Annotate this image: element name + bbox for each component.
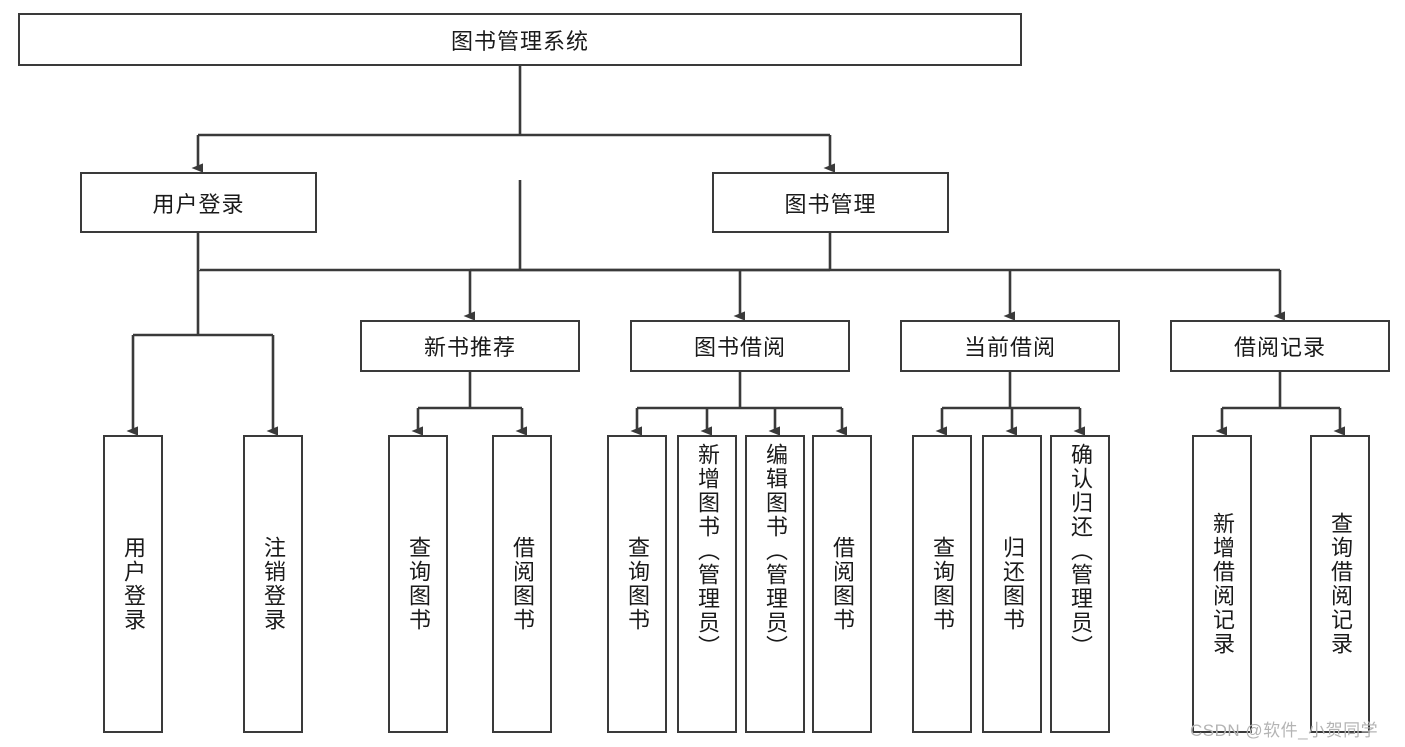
leaf-query-book-2-label: 查询图书 (624, 536, 650, 632)
node-root[interactable]: 图书管理系统 (18, 13, 1022, 66)
node-book-borrow[interactable]: 图书借阅 (630, 320, 850, 372)
leaf-confirm-return-label: 确认归还（管理员） (1067, 443, 1093, 659)
leaf-return-book-label: 归还图书 (999, 536, 1025, 632)
leaf-query-book-3-label: 查询图书 (929, 536, 955, 632)
leaf-user-login[interactable]: 用户登录 (103, 435, 163, 733)
leaf-borrow-book-2[interactable]: 借阅图书 (812, 435, 872, 733)
leaf-user-login-label: 用户登录 (120, 536, 146, 632)
node-current-borrow[interactable]: 当前借阅 (900, 320, 1120, 372)
node-book-manage[interactable]: 图书管理 (712, 172, 949, 233)
leaf-query-book-3[interactable]: 查询图书 (912, 435, 972, 733)
leaf-user-logout-label: 注销登录 (260, 536, 286, 632)
node-user-login[interactable]: 用户登录 (80, 172, 317, 233)
leaf-add-record-label: 新增借阅记录 (1209, 512, 1235, 656)
leaf-confirm-return[interactable]: 确认归还（管理员） (1050, 435, 1110, 733)
leaf-query-book-1-label: 查询图书 (405, 536, 431, 632)
node-current-borrow-label: 当前借阅 (963, 335, 1056, 360)
node-borrow-record[interactable]: 借阅记录 (1170, 320, 1390, 372)
node-new-book-recommend-label: 新书推荐 (423, 335, 516, 360)
leaf-borrow-book-1-label: 借阅图书 (509, 536, 535, 632)
leaf-return-book[interactable]: 归还图书 (982, 435, 1042, 733)
leaf-edit-book[interactable]: 编辑图书（管理员） (745, 435, 805, 733)
node-root-label: 图书管理系统 (450, 28, 589, 54)
leaf-add-book-label: 新增图书（管理员） (694, 443, 720, 659)
leaf-user-logout[interactable]: 注销登录 (243, 435, 303, 733)
leaf-add-record[interactable]: 新增借阅记录 (1192, 435, 1252, 733)
node-user-login-label: 用户登录 (152, 191, 245, 217)
leaf-borrow-book-2-label: 借阅图书 (829, 536, 855, 632)
leaf-add-book[interactable]: 新增图书（管理员） (677, 435, 737, 733)
node-borrow-record-label: 借阅记录 (1233, 335, 1326, 360)
node-book-borrow-label: 图书借阅 (693, 335, 786, 360)
leaf-query-book-1[interactable]: 查询图书 (388, 435, 448, 733)
leaf-edit-book-label: 编辑图书（管理员） (762, 443, 788, 659)
leaf-query-book-2[interactable]: 查询图书 (607, 435, 667, 733)
leaf-borrow-book-1[interactable]: 借阅图书 (492, 435, 552, 733)
node-new-book-recommend[interactable]: 新书推荐 (360, 320, 580, 372)
leaf-query-record-label: 查询借阅记录 (1327, 512, 1353, 656)
node-book-manage-label: 图书管理 (784, 191, 877, 217)
leaf-query-record[interactable]: 查询借阅记录 (1310, 435, 1370, 733)
